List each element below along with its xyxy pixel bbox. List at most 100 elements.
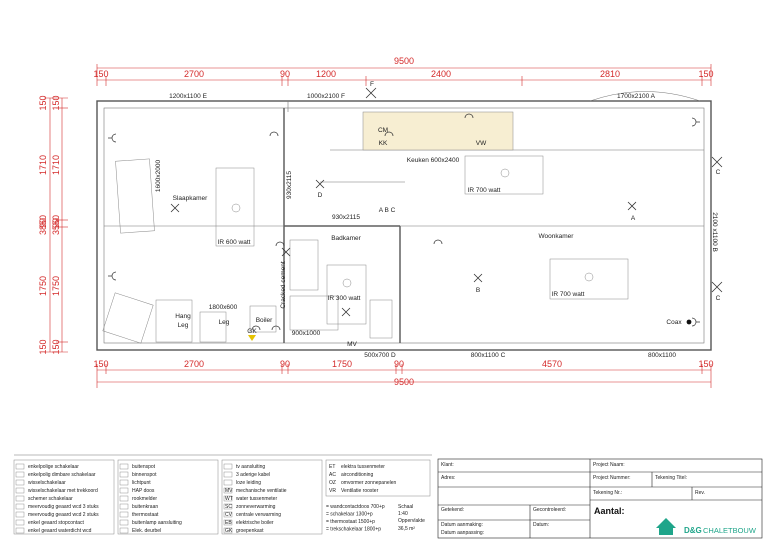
room-woonkamer: Woonkamer bbox=[539, 233, 575, 240]
legend-item: enkel geaard waterdicht wcd bbox=[28, 528, 92, 534]
brand-dg: D&G bbox=[684, 526, 702, 535]
left-dim-4: 1750 bbox=[51, 276, 61, 296]
legend-item: schemer schakelaar bbox=[28, 496, 73, 502]
legend-symbol-icon bbox=[15, 463, 25, 470]
top-dimensions: 9500 150 2700 90 1200 2400 2810 150 bbox=[93, 56, 714, 86]
heater-ir300: IR 300 watt bbox=[328, 295, 361, 302]
bottom-dim-6: 4570 bbox=[542, 359, 562, 369]
label-gk: GK bbox=[247, 328, 257, 335]
legend-height-item: = trekschakelaar 1800+p bbox=[326, 527, 381, 533]
legend-item: buitenlamp aansluiting bbox=[132, 520, 182, 526]
legend-symbol-icon bbox=[15, 487, 25, 494]
legend-code: WT bbox=[225, 496, 233, 502]
brand-logo: D&G CHALETBOUW bbox=[656, 518, 757, 535]
bed-1800-label: 1800x600 bbox=[209, 304, 238, 311]
left-dim-10: 150 bbox=[38, 339, 48, 354]
tb-datum-aanmaak: Datum aanmaking: bbox=[441, 522, 483, 528]
schaal-label: Schaal bbox=[398, 504, 413, 510]
top-total-dim: 9500 bbox=[394, 56, 414, 66]
tb-tekening-nr: Tekening Nr.: bbox=[593, 490, 622, 496]
label-kk: KK bbox=[379, 140, 388, 147]
left-dimensions: 3850 3550 150 1710 90 1750 150 150 1710 … bbox=[38, 95, 68, 355]
bottom-dim-4: 1750 bbox=[332, 359, 352, 369]
left-dim-1: 150 bbox=[51, 95, 61, 110]
label-coax: Coax bbox=[666, 319, 682, 326]
legend-symbol-icon bbox=[223, 479, 233, 486]
top-dim-3: 90 bbox=[280, 69, 290, 79]
label-f: F bbox=[370, 81, 374, 88]
legend-symbol-icon bbox=[15, 495, 25, 502]
legend-height-item: = schakelaar 1300+p bbox=[326, 512, 373, 518]
label-mv: MV bbox=[347, 341, 357, 348]
legend-symbol-icon bbox=[119, 527, 129, 534]
legend-item: water tussenmeter bbox=[236, 496, 277, 502]
bed-size-label: 1600x2000 bbox=[155, 160, 162, 193]
furniture bbox=[102, 111, 629, 344]
label-c-2: C bbox=[716, 295, 721, 302]
legend-symbol-icon bbox=[119, 495, 129, 502]
legend-symbol-icon bbox=[223, 471, 233, 478]
tb-project-naam: Project Naam: bbox=[593, 462, 625, 468]
legend-code: MV bbox=[225, 488, 233, 494]
legend-symbol-icon bbox=[119, 519, 129, 526]
bottom-dim-1: 150 bbox=[93, 359, 108, 369]
bottom-dim-7: 150 bbox=[698, 359, 713, 369]
title-block bbox=[437, 458, 763, 539]
legend-symbol-icon bbox=[119, 503, 129, 510]
tb-adres: Adres: bbox=[441, 475, 455, 481]
heater-ir700-living: IR 700 watt bbox=[552, 291, 585, 298]
legend-code: GK bbox=[225, 528, 233, 534]
heater-ir600: IR 600 watt bbox=[218, 239, 251, 246]
door-930-label: 930x2115 bbox=[332, 214, 360, 221]
legend-item: enkel geaard stopcontact bbox=[28, 520, 84, 526]
legend-item: zonneverwarming bbox=[236, 504, 276, 510]
legend-item: tv aansluiting bbox=[236, 464, 265, 470]
legend-code: AC bbox=[329, 472, 336, 478]
walls bbox=[96, 91, 712, 351]
legend-item: meervoudig geaard wcd 2 stuks bbox=[28, 512, 99, 518]
legend-item: groepenkast bbox=[236, 528, 264, 534]
tb-getekend: Getekend: bbox=[441, 507, 464, 513]
legend-symbol-icon bbox=[15, 519, 25, 526]
bottom-total-dim: 9500 bbox=[394, 377, 414, 387]
left-inner-dim: 3550 bbox=[51, 215, 61, 235]
legend-item: omvormer zonnepanelen bbox=[341, 480, 397, 486]
legend-item: thermostaat bbox=[132, 512, 159, 518]
label-leg-1: Leg bbox=[178, 322, 189, 329]
legend-item: loze leiding bbox=[236, 480, 261, 486]
legend-item: rookmelder bbox=[132, 496, 157, 502]
legend-code: CV bbox=[225, 512, 233, 518]
label-b: B bbox=[476, 287, 480, 294]
tb-klant: Klant: bbox=[441, 462, 454, 468]
legend-item: enkelpolig dimbare schakelaar bbox=[28, 472, 96, 478]
legend-heights: = wandcontactdoos 700+p = schakelaar 1300… bbox=[326, 504, 385, 533]
legend-height-item: = wandcontactdoos 700+p bbox=[326, 504, 385, 510]
tb-datum: Datum: bbox=[533, 522, 549, 528]
window-b-label: 2100 x1100 B bbox=[711, 212, 718, 252]
legend-item: airconditioning bbox=[341, 472, 373, 478]
legend-item: meervoudig geaard wcd 3 stuks bbox=[28, 504, 99, 510]
room-slaapkamer: Slaapkamer bbox=[173, 195, 209, 202]
legend-code: OZ bbox=[329, 480, 336, 486]
label-leg-2: Leg bbox=[219, 319, 230, 326]
legend-item: lichtpunt bbox=[132, 480, 151, 486]
legend-symbol-icon bbox=[15, 471, 25, 478]
legend-code: ET bbox=[329, 464, 335, 470]
coax-point bbox=[686, 319, 692, 325]
tb-aantal: Aantal: bbox=[594, 506, 625, 516]
legend-symbol-icon bbox=[223, 495, 233, 502]
left-outer-dim: 3850 bbox=[38, 215, 48, 235]
door-930-vertical-label: 930x2115 bbox=[286, 171, 293, 199]
legend-symbol-icon bbox=[119, 511, 129, 518]
label-a: A bbox=[631, 215, 636, 222]
legend-item: binnenspot bbox=[132, 472, 157, 478]
legend bbox=[13, 454, 432, 535]
legend-height-item: = thermostaat 1500+p bbox=[326, 519, 375, 525]
top-dim-7: 150 bbox=[698, 69, 713, 79]
legend-item: elektrische boiler bbox=[236, 520, 274, 526]
